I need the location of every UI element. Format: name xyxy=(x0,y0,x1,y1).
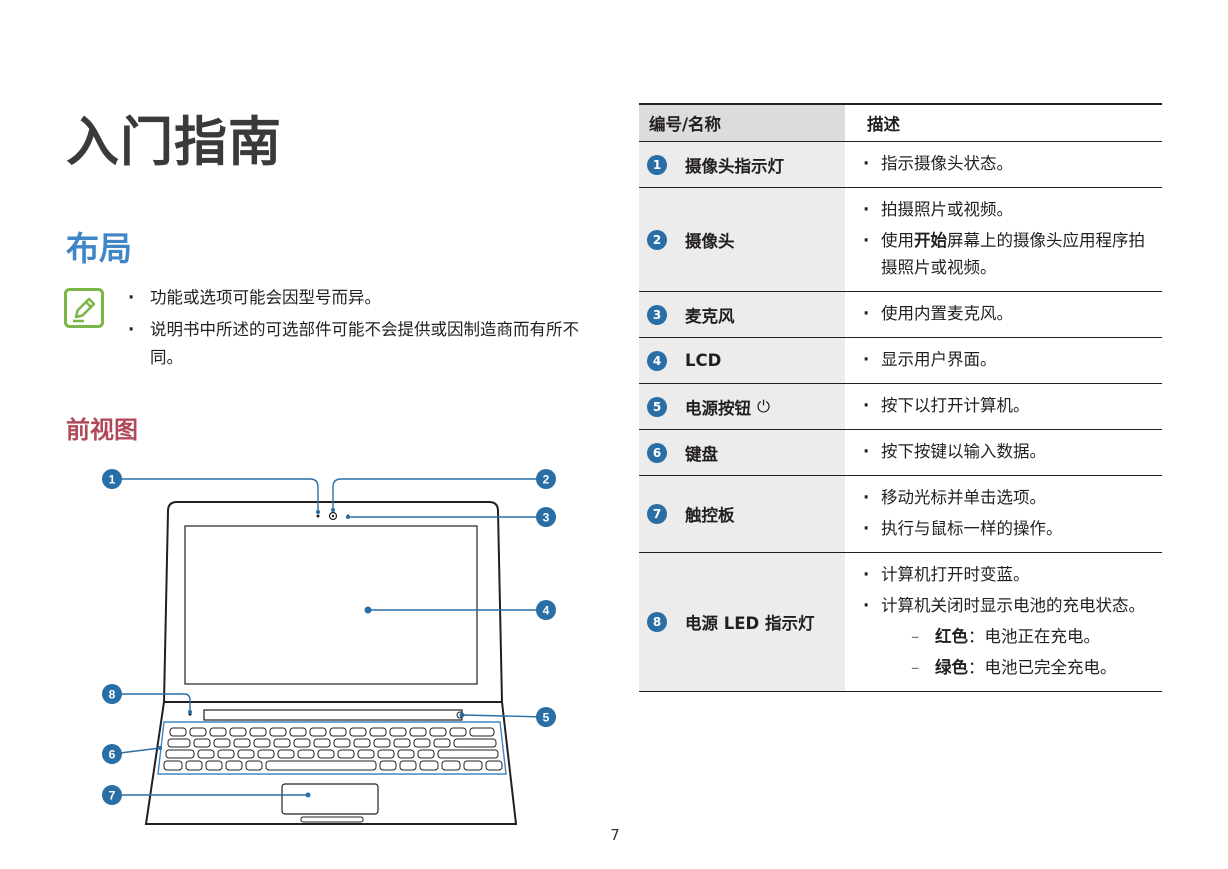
desc-item: 按下按键以输入数据。 xyxy=(859,438,1148,465)
callout-number: 8 xyxy=(109,688,116,702)
desc-sub-item: 绿色：电池已完全充电。 xyxy=(859,654,1148,681)
table-header-row: 编号/名称 描述 xyxy=(639,103,1162,142)
part-name: 电源 LED 指示灯 xyxy=(685,614,815,633)
part-name: 麦克风 xyxy=(685,306,735,326)
callout-number: 5 xyxy=(543,711,550,725)
laptop-front-view-diagram: 1 2 3 4 5 6 7 8 xyxy=(102,469,556,825)
callout-number: 7 xyxy=(109,789,116,803)
subsection-title: 前视图 xyxy=(66,416,138,444)
callout-number: 6 xyxy=(109,748,116,762)
desc-item: 使用内置麦克风。 xyxy=(859,300,1148,327)
keyboard-row-2 xyxy=(167,738,497,748)
callout-number: 2 xyxy=(543,473,550,487)
callout-1: 1 xyxy=(102,469,122,489)
row-number: 1 xyxy=(647,154,667,175)
row-number: 7 xyxy=(647,504,667,524)
table-row: 5 电源按钮 ⏻ 按下以打开计算机。 xyxy=(639,383,1162,430)
desc-item: 计算机关闭时显示电池的充电状态。 xyxy=(859,592,1148,619)
row-number: 5 xyxy=(647,396,667,417)
callout-4: 4 xyxy=(536,600,556,620)
note-pencil-icon xyxy=(64,288,104,328)
part-name: 电源按钮 xyxy=(685,398,751,418)
part-name: LCD xyxy=(685,351,722,370)
row-number: 4 xyxy=(647,350,667,371)
row-number: 3 xyxy=(647,304,667,325)
table-row: 7 触控板 移动光标并单击选项。 执行与鼠标一样的操作。 xyxy=(639,475,1162,553)
part-name: 摄像头指示灯 xyxy=(685,156,784,176)
row-number: 2 xyxy=(647,229,667,250)
keyboard-row-4 xyxy=(163,760,503,771)
callout-3: 3 xyxy=(536,507,556,527)
callout-2: 2 xyxy=(536,469,556,489)
callout-8: 8 xyxy=(102,684,122,704)
desc-item: 显示用户界面。 xyxy=(859,346,1148,373)
page-number: 7 xyxy=(610,826,620,844)
table-row: 8 电源 LED 指示灯 计算机打开时变蓝。 计算机关闭时显示电池的充电状态。 红… xyxy=(639,552,1162,692)
start-screen-label: 开始 xyxy=(914,231,947,250)
table-row: 4 LCD 显示用户界面。 xyxy=(639,337,1162,384)
callout-number: 4 xyxy=(543,604,550,618)
parts-table: 编号/名称 描述 1 摄像头指示灯 指示摄像头状态。 2 摄像头 拍摄照片或视频。 … xyxy=(639,103,1162,692)
row-number: 6 xyxy=(647,442,667,463)
part-name: 摄像头 xyxy=(685,231,735,251)
row-number: 8 xyxy=(647,612,667,632)
desc-item: 指示摄像头状态。 xyxy=(859,150,1148,177)
note-item: 说明书中所述的可选部件可能不会提供或因制造商而有所不同。 xyxy=(122,316,592,372)
power-icon: ⏻ xyxy=(757,396,771,416)
desc-item: 计算机打开时变蓝。 xyxy=(859,561,1148,588)
status-label-red: 红色 xyxy=(935,627,968,646)
part-name: 键盘 xyxy=(685,444,718,464)
keyboard-row-1 xyxy=(169,727,495,737)
table-row: 1 摄像头指示灯 指示摄像头状态。 xyxy=(639,141,1162,188)
status-label-green: 绿色 xyxy=(935,658,968,677)
header-name: 编号/名称 xyxy=(639,103,845,142)
desc-item: 拍摄照片或视频。 xyxy=(859,196,1148,223)
desc-item: 使用开始屏幕上的摄像头应用程序拍摄照片或视频。 xyxy=(859,227,1148,281)
table-row: 6 键盘 按下按键以输入数据。 xyxy=(639,429,1162,476)
keyboard-row-3 xyxy=(165,749,499,759)
desc-item: 执行与鼠标一样的操作。 xyxy=(859,515,1148,542)
header-desc: 描述 xyxy=(845,103,1162,142)
callout-7: 7 xyxy=(102,785,122,805)
part-name: 触控板 xyxy=(685,506,735,525)
callout-number: 3 xyxy=(543,511,550,525)
notes-list: 功能或选项可能会因型号而异。 说明书中所述的可选部件可能不会提供或因制造商而有所… xyxy=(122,284,592,376)
note-item: 功能或选项可能会因型号而异。 xyxy=(122,284,592,312)
table-row: 2 摄像头 拍摄照片或视频。 使用开始屏幕上的摄像头应用程序拍摄照片或视频。 xyxy=(639,187,1162,292)
table-row: 3 麦克风 使用内置麦克风。 xyxy=(639,291,1162,338)
page-title: 入门指南 xyxy=(66,112,282,173)
callout-5: 5 xyxy=(536,707,556,727)
desc-item: 移动光标并单击选项。 xyxy=(859,484,1148,511)
callout-6: 6 xyxy=(102,744,122,764)
section-title: 布局 xyxy=(66,229,132,268)
desc-sub-item: 红色：电池正在充电。 xyxy=(859,623,1148,650)
callout-number: 1 xyxy=(109,473,116,487)
desc-item: 按下以打开计算机。 xyxy=(859,392,1148,419)
